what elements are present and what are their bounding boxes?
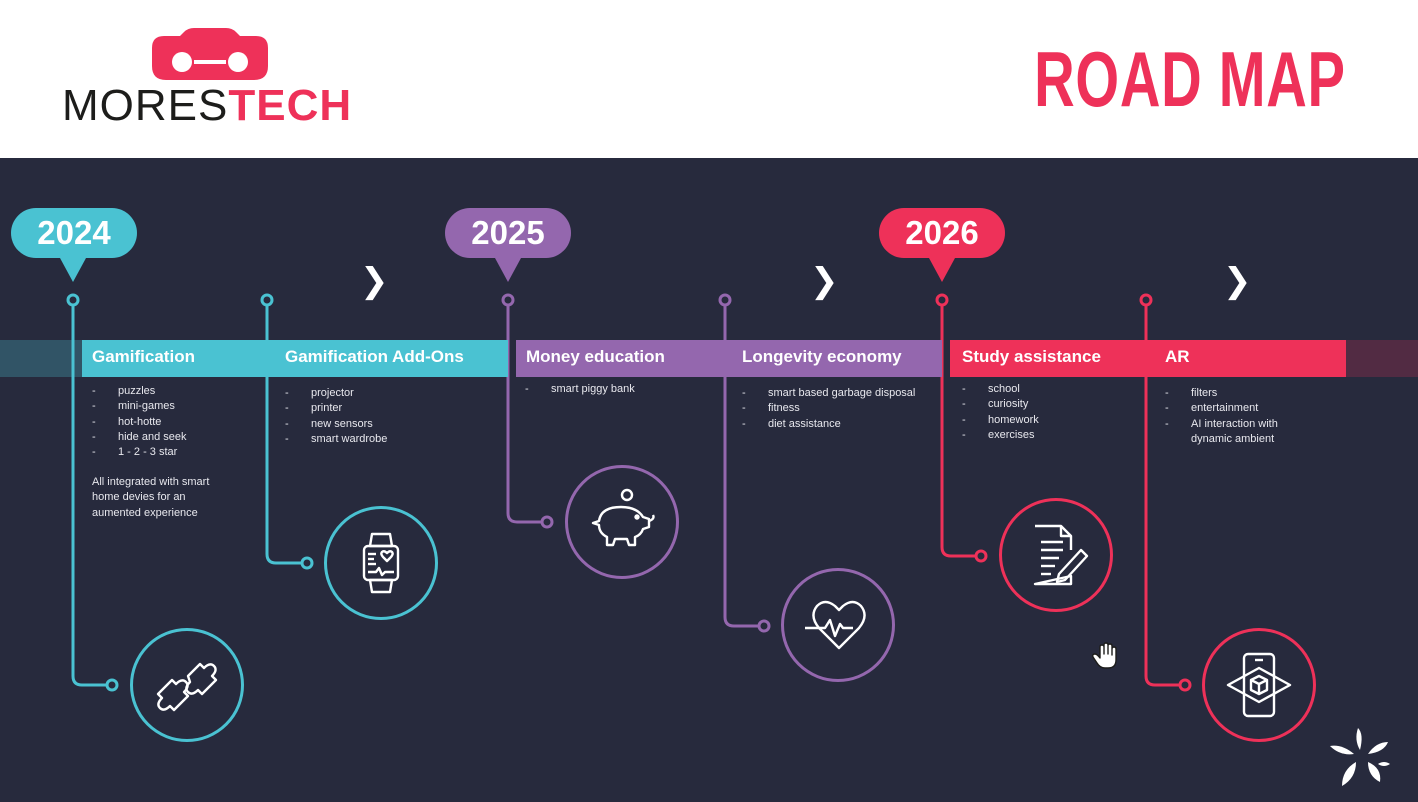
milestone-items-gamification: puzzles mini-games hot-hotte hide and se… [92,384,187,461]
vr-headset-icon [152,28,268,80]
list-item: fitness [742,401,915,417]
milestone-title-longevity-economy: Longevity economy [742,347,902,366]
logo-wordmark: MORESTECH [62,84,352,128]
list-item: hide and seek [92,430,187,446]
year-badge-2026: 2026 [879,208,1005,258]
chevron-right-icon: ❯ [810,261,839,301]
milestone-title-ar: AR [1165,347,1190,366]
list-item: school [962,382,1039,398]
list-item: smart piggy bank [525,382,635,398]
milestone-items-money-education: smart piggy bank [525,382,635,398]
list-item: curiosity [962,397,1039,413]
logo-text-dark: MORES [62,81,229,130]
logo-text-accent: TECH [228,81,353,130]
list-item: new sensors [285,417,387,433]
milestone-items-ar: filters entertainment AI interaction wit… [1165,386,1305,447]
year-badge-2024: 2024 [11,208,137,258]
piggy-bank-icon [565,465,679,579]
timeline-band-2024 [82,340,508,377]
document-pen-icon [999,498,1113,612]
list-item: mini-games [92,399,187,415]
milestone-items-longevity-economy: smart based garbage disposal fitness die… [742,386,915,432]
milestone-items-gamification-add-ons: projector printer new sensors smart ward… [285,386,387,447]
page-title: ROAD MAP [1034,35,1346,123]
hand-cursor-icon [1092,642,1117,669]
list-item: 1 - 2 - 3 star [92,445,187,461]
list-item: exercises [962,428,1039,444]
list-item: diet assistance [742,417,915,433]
milestone-note-gamification: All integrated with smart home devies fo… [92,476,210,519]
list-item: entertainment [1165,401,1305,417]
smartwatch-icon [324,506,438,620]
heartbeat-icon [781,568,895,682]
milestone-title-study-assistance: Study assistance [962,347,1101,366]
puzzle-icon [130,628,244,742]
star-logo-icon [1330,728,1390,786]
list-item: AI interaction with dynamic ambient [1165,417,1305,448]
chevron-right-icon: ❯ [360,261,389,301]
timeline-band-2026 [950,340,1346,377]
list-item: hot-hotte [92,415,187,431]
list-item: puzzles [92,384,187,400]
timeline-band-2025 [516,340,942,377]
milestone-title-gamification: Gamification [92,347,195,366]
list-item: printer [285,401,387,417]
list-item: projector [285,386,387,402]
list-item: filters [1165,386,1305,402]
roadmap-canvas: 2024 2025 2026 ❯ ❯ ❯ Gamification Gamifi… [0,158,1418,802]
chevron-right-icon: ❯ [1223,261,1252,301]
year-badge-2025: 2025 [445,208,571,258]
list-item: smart wardrobe [285,432,387,448]
milestone-title-money-education: Money education [526,347,665,366]
morestech-logo: MORESTECH [62,28,362,133]
list-item: smart based garbage disposal [742,386,915,402]
timeline-connectors [0,258,1418,692]
ar-phone-icon [1202,628,1316,742]
milestone-title-gamification-add-ons: Gamification Add-Ons [285,347,464,366]
list-item: homework [962,413,1039,429]
header: MORESTECH ROAD MAP [0,0,1418,158]
milestone-items-study-assistance: school curiosity homework exercises [962,382,1039,443]
